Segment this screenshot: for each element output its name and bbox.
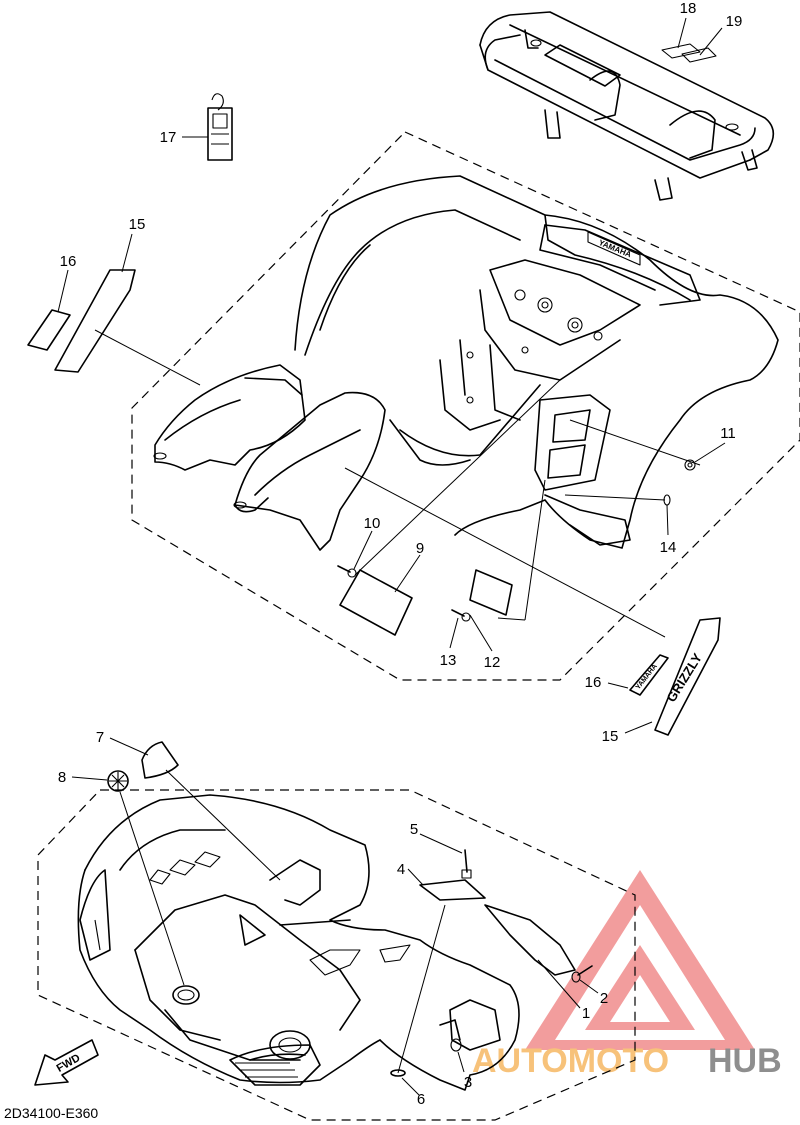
callout-12: 12	[484, 654, 501, 671]
callout-17: 17	[160, 129, 177, 146]
callout-16-upper: 16	[60, 253, 77, 270]
nut-11	[684, 459, 696, 471]
bolt-5	[461, 849, 472, 879]
front-decal-side	[484, 904, 576, 976]
reflector-plate-9	[339, 569, 413, 636]
front-decal-4	[419, 879, 486, 901]
watermark-logo: AUTOMOTO HUB	[472, 870, 782, 1080]
callout-1: 1	[582, 1005, 590, 1022]
callout-3: 3	[464, 1074, 472, 1091]
rear-decal-left	[27, 269, 136, 373]
callout-11: 11	[720, 425, 736, 442]
rear-fender: YAMAHA	[153, 175, 779, 551]
fwd-arrow-icon: FWD	[34, 1039, 99, 1086]
rear-carrier	[479, 11, 775, 201]
front-badge-7	[141, 741, 179, 779]
caution-tag	[207, 93, 233, 161]
callout-numbers: 1 2 3 4 5 6 7 8 9 10 11 12 13 14 15 15 1…	[58, 0, 743, 1108]
callout-10: 10	[364, 515, 381, 532]
bolt-10	[337, 565, 357, 578]
callout-5: 5	[410, 821, 418, 838]
callout-18: 18	[680, 0, 697, 17]
watermark-text-hub: HUB	[708, 1042, 782, 1080]
callout-9: 9	[416, 540, 424, 557]
bolt-2	[571, 965, 593, 983]
grommet-3	[450, 1038, 462, 1052]
diagram-code: 2D34100-E360	[4, 1105, 98, 1121]
callout-4: 4	[397, 861, 405, 878]
lower-dashed-boundary	[37, 789, 636, 1121]
front-fender	[77, 794, 520, 1091]
callout-15-upper: 15	[129, 216, 146, 233]
callout-7: 7	[96, 729, 104, 746]
watermark-text-automoto: AUTOMOTO	[472, 1042, 669, 1080]
callout-13: 13	[440, 652, 457, 669]
callout-15-lower: 15	[602, 728, 619, 745]
watermark-triangle-core-hole	[610, 975, 670, 1022]
clip-6	[390, 1069, 406, 1077]
callout-19: 19	[726, 13, 743, 30]
callout-8: 8	[58, 769, 66, 786]
callout-6: 6	[417, 1091, 425, 1108]
bolt-13	[451, 609, 471, 622]
upper-dashed-boundary	[131, 131, 800, 681]
callout-16-lower: 16	[585, 674, 602, 691]
callout-14: 14	[660, 539, 677, 556]
label-plates-18-19	[661, 43, 717, 63]
front-emblem-8	[107, 770, 129, 792]
leader-lines	[57, 17, 726, 1096]
rear-decal-right: GRIZZLY YAMAHA	[629, 617, 721, 736]
callout-2: 2	[600, 990, 608, 1007]
reflector-plate-12	[469, 569, 513, 616]
